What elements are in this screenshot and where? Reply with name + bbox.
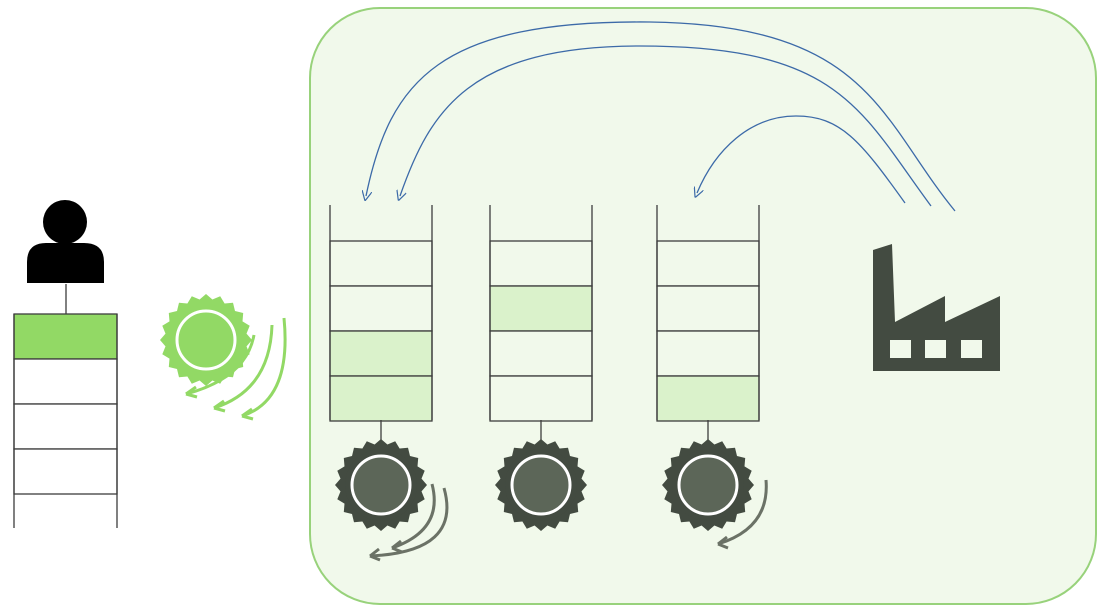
queue-slot-filled <box>489 285 593 332</box>
internal-queue-2 <box>489 205 593 422</box>
queue-slot-filled <box>13 313 118 360</box>
user-icon <box>27 200 104 283</box>
user-queue <box>13 313 118 528</box>
rotation-arrows-green <box>185 317 287 421</box>
queue-slot-empty <box>656 240 760 287</box>
producer-arrow-queue-3 <box>697 115 906 204</box>
queue-slot-empty <box>13 448 118 495</box>
rotation-arrows-dark <box>369 479 768 562</box>
factory-icon <box>873 244 1000 371</box>
queue-slot-filled <box>329 375 433 422</box>
queue-slot-empty <box>13 403 118 450</box>
producer-arrow-queue-1-b <box>400 45 932 207</box>
queue-slot-empty <box>656 330 760 377</box>
queue-slot-filled <box>329 330 433 377</box>
queue-slot-empty <box>329 240 433 287</box>
gear-icon <box>495 439 587 531</box>
internal-queue-3 <box>656 205 760 422</box>
producer-arrows <box>366 21 956 212</box>
queue-slot-empty <box>656 285 760 332</box>
internal-queue-1 <box>329 205 433 422</box>
queue-slot-filled <box>656 375 760 422</box>
queue-slot-empty <box>489 330 593 377</box>
gear-icon <box>662 439 754 531</box>
gear-icon <box>160 294 252 386</box>
gear-icon <box>335 439 427 531</box>
queue-slot-empty <box>13 358 118 405</box>
queue-slot-empty <box>329 285 433 332</box>
queue-slot-empty <box>489 375 593 422</box>
queue-slot-empty <box>489 240 593 287</box>
producer-arrow-queue-1-a <box>366 21 956 212</box>
